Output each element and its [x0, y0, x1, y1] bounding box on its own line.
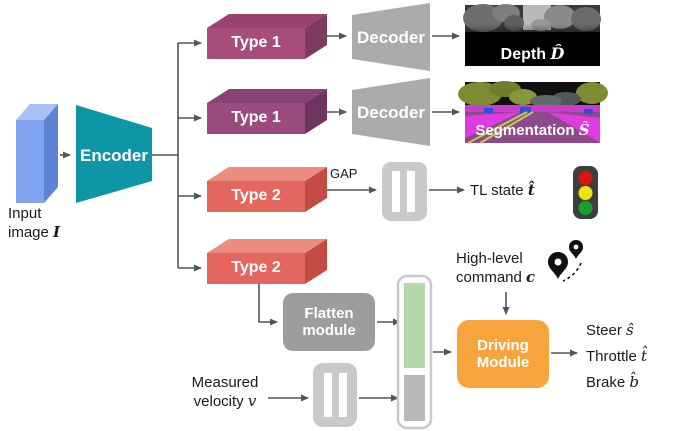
type2-drive-label: Type 2: [231, 259, 281, 276]
encoder-label: Encoder: [79, 146, 149, 165]
tl-state-label: TL state t̂: [470, 181, 535, 200]
input-label-line1: Input: [8, 205, 42, 222]
feature-concat-container: [396, 274, 433, 430]
velocity-label-line2: velocity: [193, 393, 248, 410]
brake-text: Brake: [586, 374, 630, 391]
traffic-light-green: [578, 201, 593, 215]
input-image-box: [16, 104, 58, 203]
encoder-block: [76, 105, 152, 203]
depth-caption: Depth D̂: [465, 45, 600, 64]
type2-tl-top: [207, 167, 327, 181]
input-box-side-face: [44, 104, 58, 203]
segmentation-caption-text: Segmentation: [475, 122, 579, 139]
type1-depth-top: [207, 14, 327, 28]
velocity-vector-box: [313, 363, 357, 427]
input-image-label: Input image I: [8, 205, 88, 242]
command-label-line2: command: [456, 269, 527, 286]
type2-drive-side: [305, 239, 327, 284]
velocity-feature-vector: [404, 375, 425, 421]
type2-drive-top: [207, 239, 327, 253]
driving-module-label: Driving Module: [457, 337, 549, 371]
flatten-module-block: [283, 293, 375, 351]
steer-math-symbol: ŝ: [626, 321, 634, 339]
tl-state-text: TL state: [470, 182, 528, 199]
route-pins-icon: [548, 240, 583, 282]
type1-seg-side: [305, 89, 327, 134]
decoder-seg-label: Decoder: [356, 103, 426, 122]
arrow-type2-to-flatten: [258, 284, 278, 326]
steer-text: Steer: [586, 322, 627, 339]
tl-state-math-symbol: t̂: [527, 181, 535, 199]
type1-depth-label: Type 1: [231, 34, 281, 51]
input-math-symbol: I: [53, 223, 61, 241]
traffic-light-icon: [573, 166, 598, 219]
type1-seg-top: [207, 89, 327, 103]
velocity-label-line1: Measured: [191, 374, 259, 391]
command-label-line1: High-level: [456, 250, 523, 267]
type1-seg-box: [207, 89, 327, 134]
input-label-line2: image: [8, 224, 54, 241]
velocity-vector-slot: [324, 373, 332, 417]
driving-module-block: [457, 320, 549, 388]
depth-output-image: [463, 4, 601, 66]
decoder-depth-label: Decoder: [356, 28, 426, 47]
gap-vector-slot: [392, 171, 400, 212]
output-throttle-label: Throttle t̂: [586, 347, 647, 366]
throttle-text: Throttle: [586, 348, 642, 365]
type2-drive-front: [207, 253, 305, 284]
flatten-label-line1: Flatten: [304, 305, 354, 322]
velocity-vector-body: [313, 363, 357, 427]
decoder-depth-block: [352, 3, 430, 71]
decoder-seg-block: [352, 78, 430, 146]
gap-label: GAP: [330, 166, 358, 181]
image-feature-vector: [404, 283, 425, 368]
command-math-symbol: c: [526, 268, 536, 286]
throttle-math-symbol: t̂: [641, 347, 648, 365]
driving-label-line2: Module: [476, 354, 530, 371]
brake-math-symbol: b̂: [629, 373, 639, 391]
output-brake-label: Brake b̂: [586, 373, 639, 392]
velocity-vector-slot: [339, 373, 347, 417]
measured-velocity-label: Measured velocity v: [174, 374, 276, 411]
type1-seg-front: [207, 103, 305, 134]
input-box-front-face: [16, 120, 44, 203]
gap-vector-box: [382, 162, 427, 221]
type1-depth-box: [207, 14, 327, 59]
flatten-label-line2: module: [302, 322, 356, 339]
flatten-module-label: Flatten module: [283, 305, 375, 339]
type2-tl-front: [207, 181, 305, 212]
segmentation-caption: Segmentation Ŝ: [465, 121, 600, 140]
type2-drive-box: [207, 239, 327, 284]
segmentation-math-symbol: Ŝ: [578, 121, 590, 139]
velocity-math-symbol: v: [247, 392, 257, 410]
gap-vector-slot: [407, 171, 415, 212]
type2-tl-side: [305, 167, 327, 212]
type2-tl-label: Type 2: [231, 187, 281, 204]
high-level-command-label: High-level command c: [456, 250, 535, 287]
output-steer-label: Steer ŝ: [586, 321, 634, 340]
gap-vector-body: [382, 162, 427, 221]
depth-caption-text: Depth: [500, 46, 551, 63]
traffic-light-red: [578, 171, 593, 185]
connectors: [60, 32, 578, 402]
driving-label-line1: Driving: [477, 337, 529, 354]
depth-math-symbol: D̂: [550, 44, 565, 63]
type1-depth-side: [305, 14, 327, 59]
traffic-light-yellow: [578, 186, 593, 200]
type1-depth-front: [207, 28, 305, 59]
segmentation-output-image: [458, 81, 608, 144]
type1-seg-label: Type 1: [231, 109, 281, 126]
type2-tl-box: [207, 167, 327, 212]
